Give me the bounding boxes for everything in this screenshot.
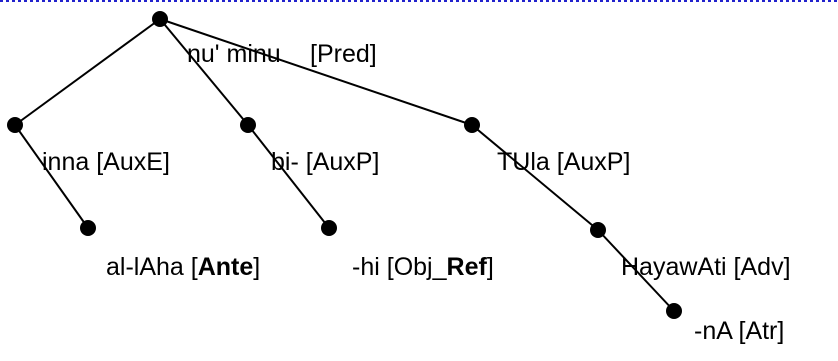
node-hayawati[interactable] [590,222,606,238]
label-form: TUla [497,148,550,176]
bracket-open: [ [732,317,746,345]
bracket-open: [ [380,253,394,281]
label-root-function: [Pred] [310,40,377,68]
label-tula: TUla [AuxP] [497,148,630,176]
node-root[interactable] [152,11,168,27]
label-form: HayawAti [621,253,727,281]
label-root: nu' minu [187,40,281,68]
bracket-open: [ [184,253,198,281]
bracket-open: [ [310,40,317,68]
label-form: -nA [694,317,733,345]
edge-inna-allaha [14,124,89,229]
label-hi: -hi [Obj_Ref] [352,253,494,281]
bracket-open: [ [89,148,103,176]
bracket-close: ] [370,40,377,68]
label-allaha: al-lAha [Ante] [106,253,260,281]
label-function: Pred [317,40,370,68]
bracket-close: ] [372,148,379,176]
label-form: nu' minu [187,40,281,68]
label-function: AuxP [313,148,373,176]
label-form: inna [42,148,89,176]
label-form: bi- [271,148,299,176]
edge-root-bi [159,18,249,126]
node-na[interactable] [666,303,682,319]
label-function: AuxE [103,148,163,176]
bracket-open: [ [727,253,741,281]
edge-tula-hayawati [471,124,599,231]
edge-bi-hi [247,124,330,229]
node-bi[interactable] [240,117,256,133]
label-function: AuxP [564,148,624,176]
label-form: -hi [352,253,380,281]
label-function: Atr [745,317,777,345]
edge-hayawati-na [597,229,675,312]
bracket-open: [ [299,148,313,176]
edge-root-tula [159,18,473,126]
bracket-close: ] [253,253,260,281]
label-function: Obj_ [394,253,448,281]
label-function: Adv [741,253,785,281]
node-hi[interactable] [321,220,337,236]
node-tula[interactable] [464,117,480,133]
bracket-close: ] [163,148,170,176]
label-form: al-lAha [106,253,184,281]
bracket-close: ] [777,317,784,345]
label-hayawati: HayawAti [Adv] [621,253,791,281]
node-inna[interactable] [7,117,23,133]
edge-root-inna [14,18,161,126]
label-function-suffix: Ref [447,253,488,281]
bracket-close: ] [487,253,494,281]
label-na: -nA [Atr] [694,317,784,345]
bracket-close: ] [623,148,630,176]
bracket-open: [ [550,148,564,176]
node-allaha[interactable] [80,220,96,236]
bracket-close: ] [784,253,791,281]
label-inna: inna [AuxE] [42,148,170,176]
label-bi: bi- [AuxP] [271,148,379,176]
label-function: Ante [198,253,254,281]
